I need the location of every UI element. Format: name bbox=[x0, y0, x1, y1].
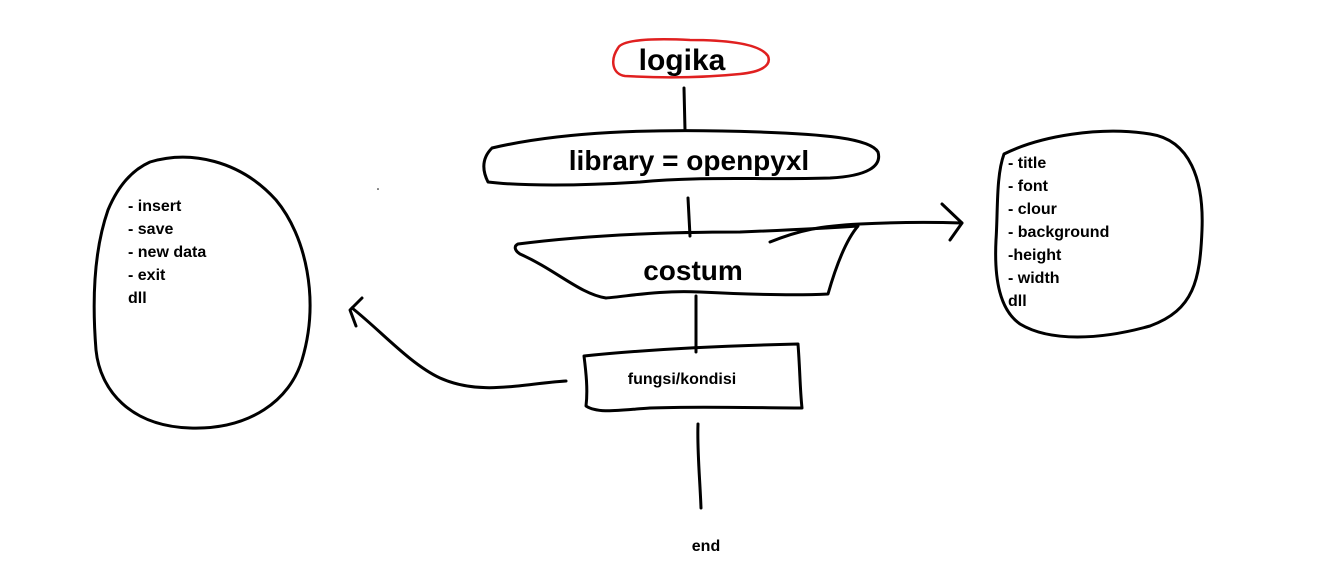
fungsi-outline bbox=[582, 342, 804, 413]
library-node: library = openpyxl bbox=[482, 129, 881, 187]
arrow-fungsi-left bbox=[350, 306, 568, 390]
title-text: logika bbox=[639, 44, 726, 77]
right-list-item: -height bbox=[1008, 247, 1062, 264]
right-list-item: - font bbox=[1008, 178, 1049, 195]
left-list-outline bbox=[92, 155, 312, 430]
left-list-group: - insert - save - new data - exit dll bbox=[92, 155, 312, 430]
arrow-costum-right bbox=[768, 220, 964, 244]
fungsi-text: fungsi/kondisi bbox=[628, 371, 736, 388]
library-outline bbox=[482, 129, 881, 187]
left-list-item: - exit bbox=[128, 267, 166, 284]
library-text: library = openpyxl bbox=[569, 145, 809, 176]
right-list-group: - title - font - clour - background -hei… bbox=[994, 129, 1204, 339]
costum-outline bbox=[513, 224, 860, 300]
right-list-item: dll bbox=[1008, 293, 1027, 310]
connector-fungsi-end bbox=[696, 422, 703, 510]
end-text: end bbox=[692, 538, 720, 555]
left-list-item: - save bbox=[128, 221, 173, 238]
right-list-item: - width bbox=[1008, 270, 1060, 287]
costum-text: costum bbox=[643, 255, 743, 286]
right-list-item: - clour bbox=[1008, 201, 1057, 218]
left-list-item: - new data bbox=[128, 244, 206, 261]
connector-library-costum bbox=[686, 196, 692, 238]
connector-title-library bbox=[682, 86, 687, 132]
arrowhead-right-icon bbox=[940, 202, 964, 242]
right-list-outline bbox=[994, 129, 1204, 339]
right-list-item: - title bbox=[1008, 155, 1046, 172]
right-list-item: - background bbox=[1008, 224, 1109, 241]
costum-node: costum bbox=[513, 224, 860, 300]
title-node: logika bbox=[612, 38, 770, 79]
stray-dot bbox=[377, 188, 379, 190]
fungsi-node: fungsi/kondisi bbox=[582, 342, 804, 413]
left-list-item: - insert bbox=[128, 198, 182, 215]
title-outline bbox=[612, 38, 770, 79]
arrowhead-left-icon bbox=[348, 296, 364, 328]
left-list-item: dll bbox=[128, 290, 147, 307]
